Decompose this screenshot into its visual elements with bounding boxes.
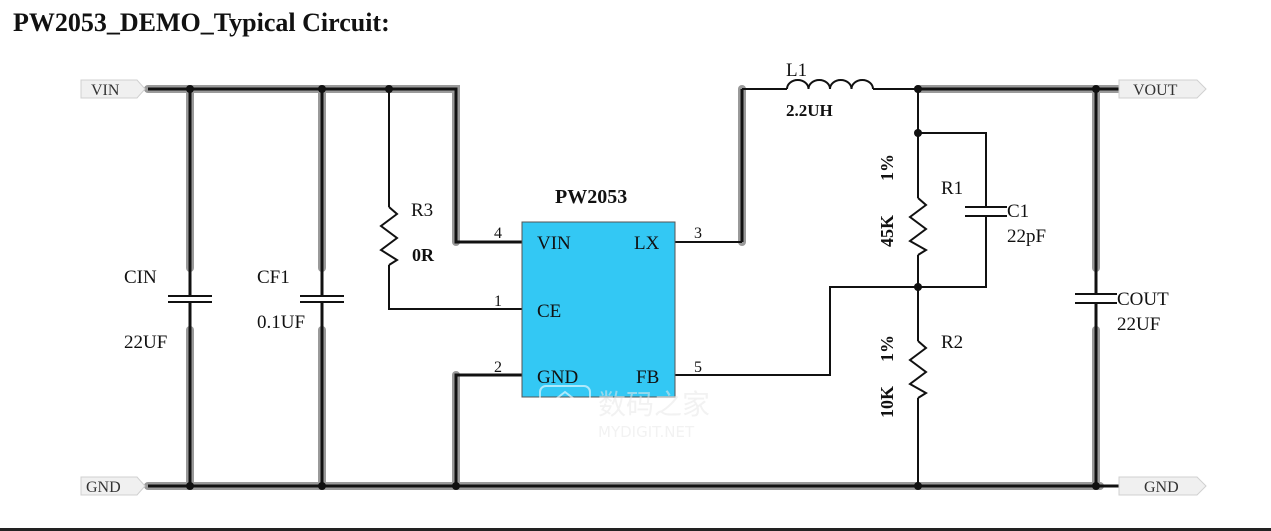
- cout-value: 22UF: [1117, 314, 1160, 335]
- r1-tolerance: 1%: [877, 154, 897, 181]
- r2-value: 10K: [877, 386, 897, 418]
- l1-value: 2.2UH: [786, 101, 833, 120]
- ic-name: PW2053: [555, 186, 627, 208]
- bottom-divider: [0, 528, 1271, 531]
- watermark-logo-icon: [539, 385, 591, 437]
- cf1-ref: CF1: [257, 267, 290, 288]
- watermark-cn: 数码之家: [598, 388, 710, 421]
- capacitor-symbol-icon: [965, 206, 1007, 217]
- r2-tolerance: 1%: [877, 335, 897, 362]
- cin-value: 22UF: [124, 332, 167, 353]
- pin-number: 1: [494, 293, 502, 310]
- wires: [148, 87, 1132, 488]
- pin-label: GND: [537, 367, 578, 388]
- port-gnd-right-label: GND: [1144, 479, 1179, 496]
- inductor-symbol-icon: [786, 79, 874, 90]
- cf1-value: 0.1UF: [257, 312, 305, 333]
- port-gnd-left: GND: [80, 476, 146, 496]
- resistor-symbol-icon: [908, 197, 928, 256]
- pin-number: 4: [494, 225, 502, 242]
- vin-net-highlight: [144, 85, 460, 246]
- r1-value: 45K: [877, 215, 897, 247]
- resistor-symbol-icon: [379, 206, 399, 266]
- inductor-l1: L1 2.2UH: [786, 60, 874, 120]
- capacitor-symbol-icon: [300, 295, 344, 303]
- ic-body: [521, 221, 676, 398]
- pin-label: VIN: [537, 233, 571, 254]
- capacitor-symbol-icon: [1075, 293, 1117, 304]
- c1-ref: C1: [1007, 201, 1029, 222]
- junctions: [186, 85, 1100, 490]
- capacitor-cin: CIN 22UF: [124, 267, 212, 353]
- pin-label: LX: [634, 233, 660, 254]
- cout-ref: COUT: [1117, 289, 1169, 310]
- c1-value: 22pF: [1007, 226, 1046, 247]
- ic-pw2053: PW2053 4 1 2 3 5 VIN CE GND LX FB: [494, 186, 702, 398]
- pin-number: 3: [694, 225, 702, 242]
- pin-label: FB: [636, 367, 659, 388]
- resistor-symbol-icon: [908, 340, 928, 399]
- capacitor-symbol-icon: [168, 295, 212, 303]
- port-vin-label: VIN: [91, 82, 120, 99]
- pin-label: CE: [537, 301, 561, 322]
- port-vout-label: VOUT: [1133, 82, 1178, 99]
- resistor-r1: R1 45K 1%: [877, 154, 963, 256]
- page-title: PW2053_DEMO_Typical Circuit:: [13, 8, 390, 37]
- capacitor-cout: COUT 22UF: [1075, 289, 1169, 335]
- port-gnd-left-label: GND: [86, 479, 121, 496]
- watermark: 数码之家 MYDIGIT.NET: [539, 385, 710, 441]
- pin-number: 5: [694, 359, 702, 376]
- port-vin: VIN: [80, 79, 146, 99]
- l1-ref: L1: [786, 60, 807, 81]
- resistor-r3: R3 0R: [379, 200, 435, 266]
- cin-ref: CIN: [124, 267, 157, 288]
- port-gnd-right: GND: [1118, 476, 1207, 496]
- resistor-r2: R2 10K 1%: [877, 332, 963, 418]
- r2-ref: R2: [941, 332, 963, 353]
- r3-value: 0R: [412, 245, 435, 265]
- pin-number: 2: [494, 359, 502, 376]
- capacitor-c1: C1 22pF: [965, 201, 1046, 247]
- watermark-en: MYDIGIT.NET: [598, 423, 695, 441]
- port-vout: VOUT: [1118, 79, 1207, 99]
- capacitor-cf1: CF1 0.1UF: [257, 267, 344, 333]
- r3-ref: R3: [411, 200, 433, 221]
- r1-ref: R1: [941, 178, 963, 199]
